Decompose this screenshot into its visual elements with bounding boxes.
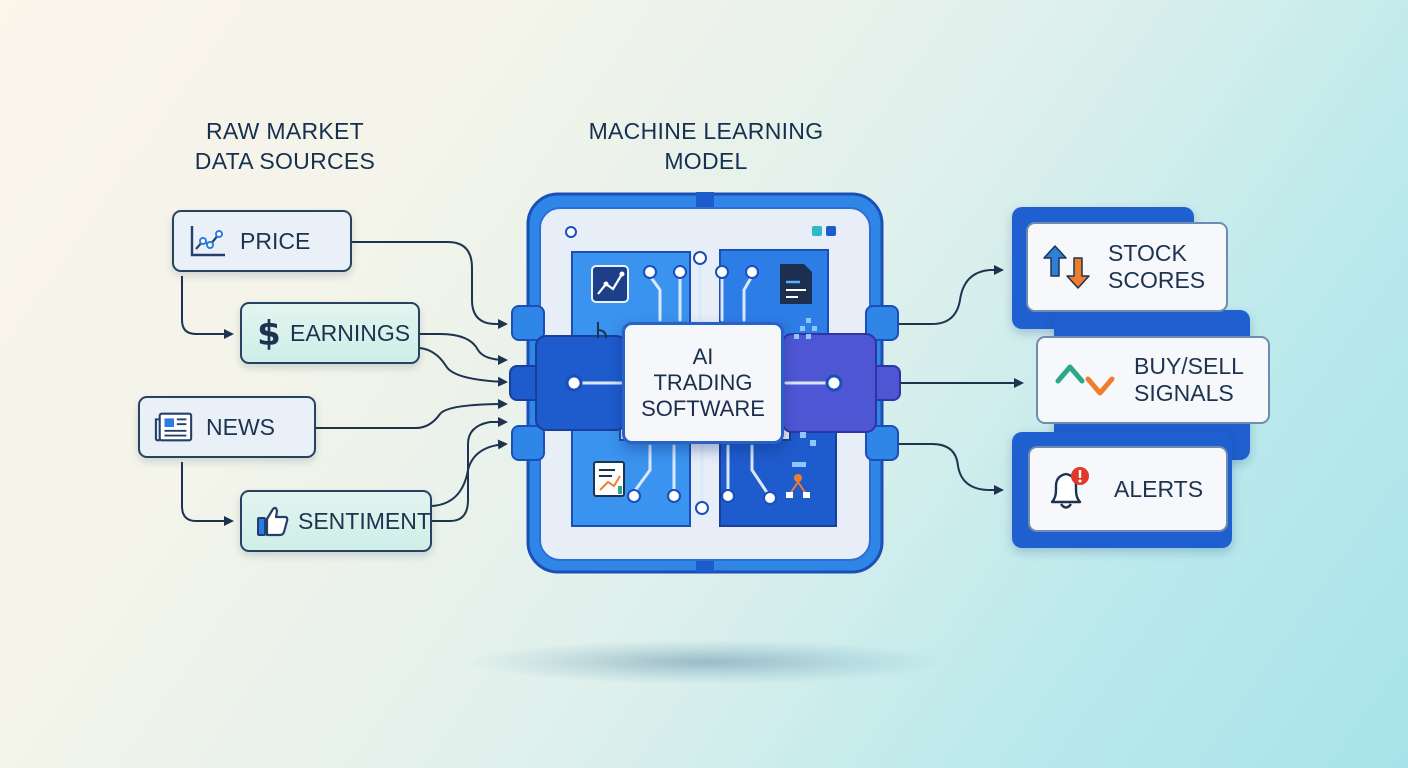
source-label-news: NEWS xyxy=(206,413,275,440)
source-card-sentiment[interactable]: SENTIMENT xyxy=(240,490,432,552)
up-down-arrows-icon xyxy=(1042,242,1092,292)
flowchart-icon xyxy=(786,432,816,498)
report-icon xyxy=(593,461,625,497)
drop-shadow xyxy=(470,640,940,684)
connector-price-to-earnings xyxy=(181,276,234,339)
chart-icon xyxy=(591,265,629,303)
bell-alert-icon xyxy=(1044,464,1094,514)
connector-earnings-to-model-a xyxy=(420,333,508,365)
heading-data-sources: RAW MARKET DATA SOURCES xyxy=(194,118,376,174)
document-icon xyxy=(780,264,812,304)
line-chart-icon xyxy=(188,221,228,261)
svg-text:$: $ xyxy=(257,314,281,352)
output-card-stock-scores[interactable]: STOCK SCORES xyxy=(1026,222,1228,312)
newspaper-icon xyxy=(154,407,194,447)
source-label-sentiment: SENTIMENT xyxy=(298,507,431,534)
heading-ml-model: MACHINE LEARNING MODEL xyxy=(588,118,824,174)
dollar-sign-icon: $ xyxy=(256,313,282,353)
ai-trading-software-title: AI TRADING SOFTWARE xyxy=(641,344,765,421)
output-card-alerts[interactable]: ALERTS xyxy=(1028,446,1228,532)
connector-sentiment-to-model-b xyxy=(431,439,508,507)
source-card-price[interactable]: PRICE xyxy=(172,210,352,272)
connector-news-to-model xyxy=(316,399,508,429)
thumbs-up-icon xyxy=(256,501,290,541)
connector-model-to-scores xyxy=(890,265,1004,325)
output-label-stock-scores: STOCK SCORES xyxy=(1108,240,1206,293)
connector-model-to-alerts xyxy=(890,443,1004,495)
ai-trading-software-card[interactable]: AI TRADING SOFTWARE xyxy=(622,322,784,444)
source-label-earnings: EARNINGS xyxy=(290,319,411,346)
connector-sentiment-to-model-a xyxy=(432,417,508,522)
chevron-signals-icon xyxy=(1052,355,1118,405)
source-card-earnings[interactable]: $ EARNINGS xyxy=(240,302,420,364)
output-label-buy-sell-signals: BUY/SELL SIGNALS xyxy=(1134,353,1244,406)
connector-news-to-sentiment xyxy=(181,462,234,526)
source-label-price: PRICE xyxy=(240,227,311,254)
output-card-buy-sell-signals[interactable]: BUY/SELL SIGNALS xyxy=(1036,336,1270,424)
connector-earnings-to-model-b xyxy=(419,347,508,387)
source-card-news[interactable]: NEWS xyxy=(138,396,316,458)
output-label-alerts: ALERTS xyxy=(1114,475,1204,502)
